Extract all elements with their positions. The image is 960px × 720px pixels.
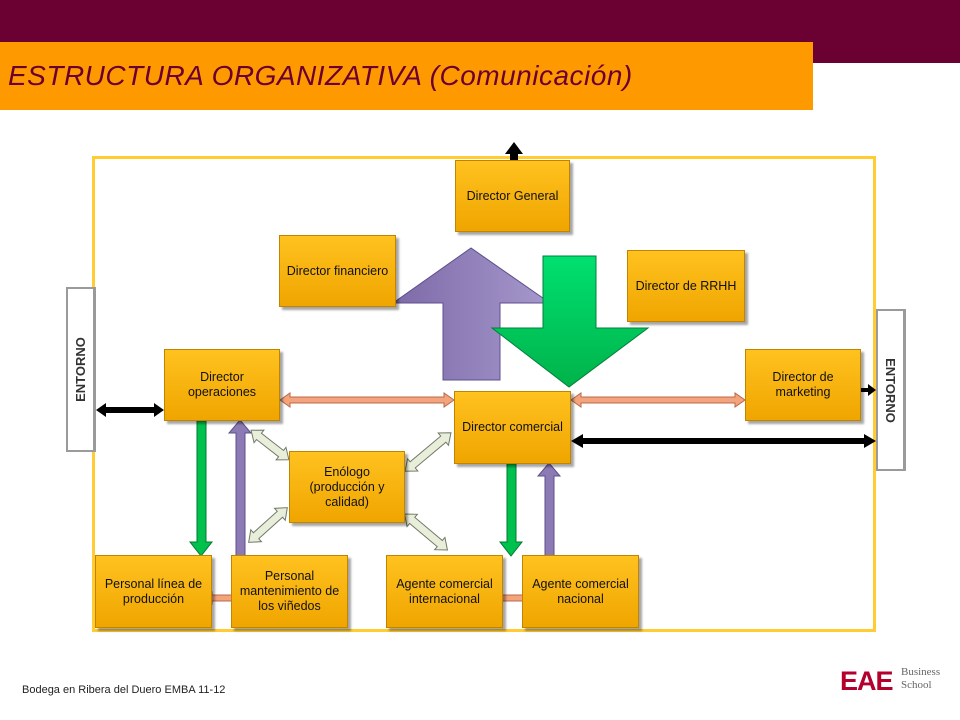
mantenimiento-to-operaciones-arrow [227, 419, 253, 557]
comercial-to-internacional-arrow [498, 463, 524, 557]
box-director-financiero: Director financiero [279, 235, 396, 307]
nacional-to-comercial-arrow [536, 462, 562, 557]
eae-logo-mark: EAE [840, 666, 894, 696]
entorno-left-arrow [96, 403, 164, 417]
box-director-general: Director General [455, 160, 570, 232]
box-enologo: Enólogo (producción y calidad) [289, 451, 405, 523]
diagonal-arrow-operaciones-enologo [250, 429, 290, 461]
eae-logo-line1: Business [901, 666, 941, 678]
eae-logo: EAE Business School [840, 664, 940, 696]
eae-logo-line2: School [901, 679, 932, 691]
entorno-right-panel: ENTORNO [876, 309, 906, 471]
box-director-comercial: Director comercial [454, 391, 571, 464]
big-upward-arrow [391, 247, 552, 381]
diagonal-arrow-enologo-comercial [404, 432, 452, 472]
footer-text: Bodega en Ribera del Duero EMBA 11-12 [22, 684, 226, 696]
box-personal-linea: Personal línea de producción [95, 555, 212, 628]
box-agente-nacional: Agente comercial nacional [522, 555, 639, 628]
box-director-marketing: Director de marketing [745, 349, 861, 421]
comercial-marketing-arrow [570, 392, 746, 408]
entorno-right-arrow-comercial [571, 434, 876, 448]
slide-title: ESTRUCTURA ORGANIZATIVA (Comunicación) [8, 60, 633, 91]
entorno-left-panel: ENTORNO [66, 287, 96, 452]
box-personal-mantenimiento: Personal mantenimiento de los viñedos [231, 555, 348, 628]
operaciones-to-linea-arrow [188, 420, 214, 557]
box-agente-internacional: Agente comercial internacional [386, 555, 503, 628]
diagonal-arrow-enologo-mantenimiento [248, 507, 288, 543]
box-director-operaciones: Director operaciones [164, 349, 280, 421]
box-director-rrhh: Director de RRHH [627, 250, 745, 322]
big-downward-arrow [490, 255, 650, 388]
diagonal-arrow-enologo-internacional [403, 513, 449, 551]
title-bar [0, 42, 813, 110]
operaciones-comercial-arrow [279, 392, 455, 408]
